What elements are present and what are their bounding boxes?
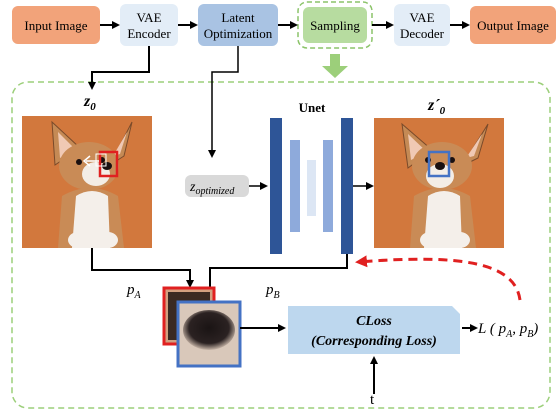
vae-decoder-label-2: Decoder (400, 26, 445, 41)
sampling-label: Sampling (310, 18, 360, 33)
arrow-latent-to-zopt (208, 46, 239, 158)
expand-arrow (322, 54, 348, 78)
zprime-label: z´0 (427, 97, 446, 117)
vae-encoder-box (120, 4, 178, 46)
latent-optimization-label-1: Latent (221, 10, 255, 25)
latent-optimization-box (198, 4, 278, 46)
unet-label: Unet (299, 100, 326, 115)
input-image-box (12, 6, 100, 44)
closs-label: CLoss (356, 314, 392, 329)
output-image-label: Output Image (477, 18, 549, 33)
arrow-original-to-pa (91, 248, 194, 288)
detail-region (11, 81, 551, 409)
t-label: t (370, 392, 375, 408)
unet-block (270, 118, 353, 254)
pb-label: pB (265, 282, 280, 301)
vae-encoder-label-1: VAE (136, 10, 161, 25)
target-point-box (427, 150, 451, 178)
arrow-unet-to-pb (206, 254, 348, 300)
pipeline-row: Input Image VAE Encoder Latent Optimizat… (12, 1, 556, 49)
loss-formula: L ( pA, pB) (477, 321, 538, 340)
z0-label: z0 (83, 93, 96, 113)
zopt-box (185, 175, 249, 197)
output-image-box (470, 6, 556, 44)
vae-encoder-label-2: Encoder (127, 26, 171, 41)
latent-optimization-label-2: Optimization (204, 26, 273, 41)
dog-image-original (22, 116, 152, 248)
sampling-box (303, 7, 367, 43)
closs-subtitle: (Corresponding Loss) (311, 334, 437, 349)
patch-pb (176, 300, 242, 368)
source-point-box (98, 150, 119, 178)
arrow-encoder-to-z0 (88, 46, 150, 90)
zopt-label: zoptimized (189, 180, 235, 197)
dog-image-generated (374, 118, 504, 248)
pa-label: pA (126, 282, 142, 301)
vae-decoder-box (394, 4, 450, 46)
input-image-label: Input Image (24, 18, 87, 33)
closs-box (288, 306, 460, 354)
vae-decoder-label-1: VAE (409, 10, 434, 25)
feedback-arrow (355, 255, 522, 301)
